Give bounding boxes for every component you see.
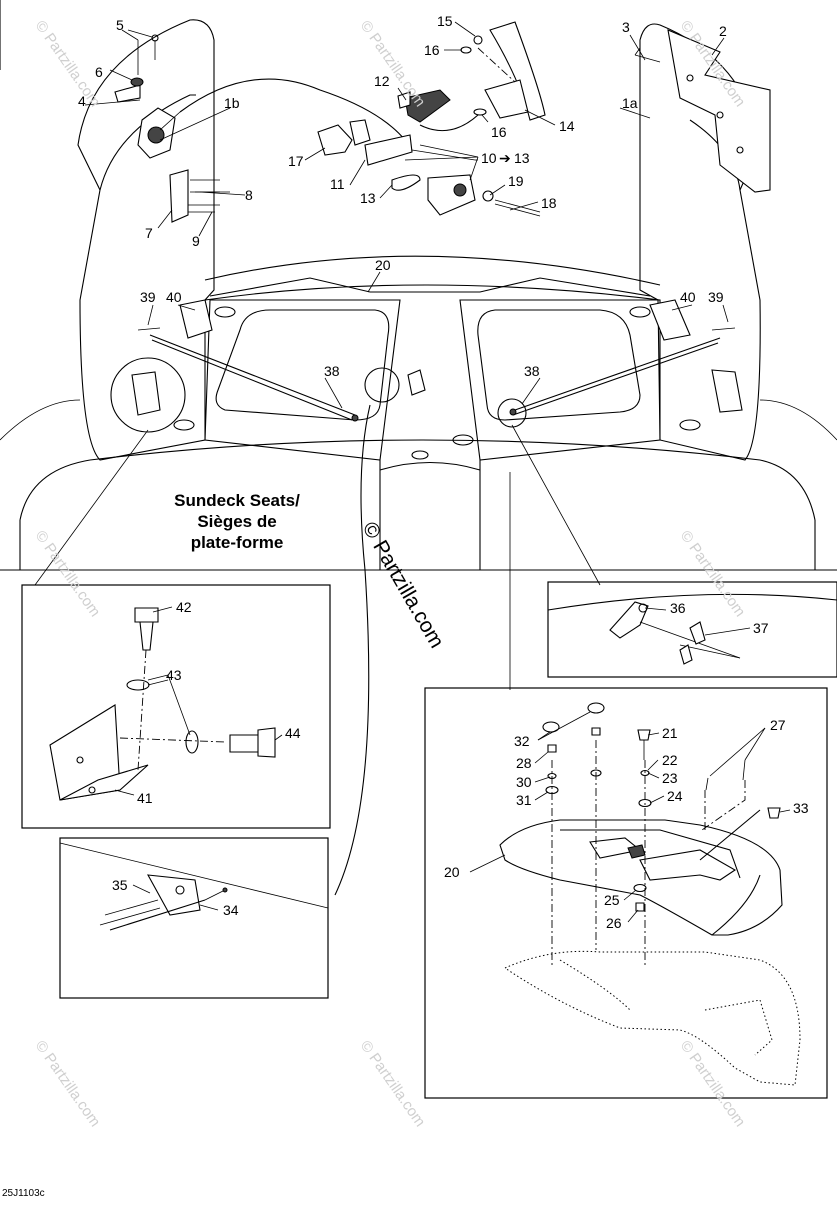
callout-19: 19	[508, 173, 524, 189]
callout-5: 5	[116, 17, 124, 33]
callout-36: 36	[670, 600, 686, 616]
callout-28: 28	[516, 755, 532, 771]
figure-code: 25J1103c	[2, 1188, 45, 1199]
callout-39-left: 39	[140, 289, 156, 305]
callout-43: 43	[166, 667, 182, 683]
callout-39-right: 39	[708, 289, 724, 305]
callout-40-left: 40	[166, 289, 182, 305]
callout-35: 35	[112, 877, 128, 893]
callout-32: 32	[514, 733, 530, 749]
callout-22: 22	[662, 752, 678, 768]
callout-11: 11	[330, 176, 345, 192]
callout-4: 4	[78, 93, 86, 109]
inset-hinge	[21, 584, 331, 829]
callout-1a: 1a	[622, 95, 638, 111]
callout-10-13: 13	[514, 150, 530, 166]
callout-12: 12	[374, 73, 390, 89]
callout-33: 33	[793, 800, 809, 816]
callout-13: 13	[360, 190, 376, 206]
cover-plate	[634, 29, 771, 193]
callout-16a: 16	[424, 42, 440, 58]
watermark-center: © Partzilla.com	[358, 518, 449, 652]
callout-10: 10	[481, 150, 497, 166]
callout-26: 26	[606, 915, 622, 931]
section-heading: Sundeck Seats/ Sièges de plate-forme	[174, 491, 300, 552]
callout-44: 44	[285, 725, 301, 741]
inset-rivet	[59, 837, 329, 999]
support-rods	[149, 334, 721, 422]
callout-40-right: 40	[680, 289, 696, 305]
callout-20-frame: 20	[444, 864, 460, 880]
callout-6: 6	[95, 64, 103, 80]
callout-38-left: 38	[324, 363, 340, 379]
heading-line-3: plate-forme	[191, 533, 284, 552]
callout-41: 41	[137, 790, 153, 806]
callout-31: 31	[516, 792, 532, 808]
callout-7: 7	[145, 225, 153, 241]
watermark-tl: © Partzilla.com	[32, 18, 104, 111]
deck-hinges	[110, 299, 743, 433]
inset-seat-frame	[424, 687, 828, 1099]
watermark-tc: © Partzilla.com	[357, 18, 429, 111]
callout-15: 15	[437, 13, 453, 29]
callout-17: 17	[288, 153, 304, 169]
callout-38-right: 38	[524, 363, 540, 379]
callout-16b: 16	[491, 124, 507, 140]
callout-18: 18	[541, 195, 557, 211]
callout-arrow: ➔	[499, 150, 511, 166]
callout-2: 2	[719, 23, 727, 39]
callout-25: 25	[604, 892, 620, 908]
heading-line-1: Sundeck Seats/	[174, 491, 300, 510]
callout-20-deck: 20	[375, 257, 391, 273]
strap	[419, 21, 546, 132]
callout-8: 8	[245, 187, 253, 203]
callout-21: 21	[662, 725, 678, 741]
callout-34: 34	[223, 902, 239, 918]
callout-37: 37	[753, 620, 769, 636]
watermark-bc: © Partzilla.com	[357, 1038, 429, 1131]
callout-23: 23	[662, 770, 678, 786]
deck-outline	[0, 0, 837, 571]
callout-14: 14	[559, 118, 575, 134]
callout-24: 24	[667, 788, 683, 804]
callout-3: 3	[622, 19, 630, 35]
connector-lines	[34, 29, 601, 896]
callout-leaders	[114, 21, 791, 923]
callout-42: 42	[176, 599, 192, 615]
latch-assembly-left	[114, 34, 406, 223]
callout-labels: 1a 1b 2 3 4 5 6 7 8 9 10 ➔ 13 11 12 13 1…	[78, 13, 809, 931]
callout-27: 27	[770, 717, 786, 733]
callout-1b: 1b	[224, 95, 240, 111]
callout-30: 30	[516, 774, 532, 790]
inset-rod-rivet	[547, 581, 837, 678]
latch-assembly-center	[317, 89, 541, 217]
heading-line-2: Sièges de	[197, 512, 276, 531]
callout-9: 9	[192, 233, 200, 249]
watermark-bl: © Partzilla.com	[32, 1038, 104, 1131]
